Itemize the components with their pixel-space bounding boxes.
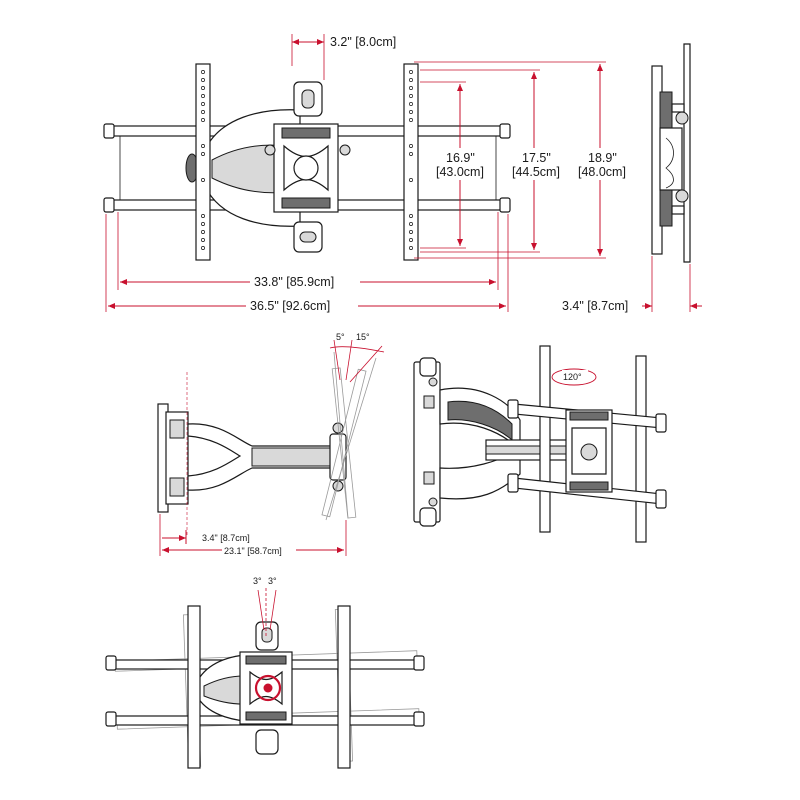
dim-offset-label: 3.2" [8.0cm] [330,35,396,49]
dim-height-1-in: 16.9" [446,151,475,165]
dim-width-outer-label: 36.5" [92.6cm] [250,299,330,313]
swivel-view: 120° [413,345,667,543]
front-vertical-uprights [195,63,419,261]
dim-extension-label: 23.1" [58.7cm] [224,546,282,556]
tilt-view: 5° 15° 3.4" [8.7cm] 23.1" [58.7cm] [157,332,385,556]
dim-height-2-cm: [44.5cm] [512,165,560,179]
front-upright-holes [201,70,413,250]
front-tilt-head [264,123,351,213]
dim-min-depth-label: 3.4" [8.7cm] [202,533,250,543]
side-view: 3.4" [8.7cm] [560,43,702,313]
swivel-angle-label: 120° [563,372,582,382]
level-right-label: 3° [268,576,277,586]
front-wall-plate [293,81,323,253]
dim-height-2-in: 17.5" [522,151,551,165]
dim-height-3-cm: [48.0cm] [578,165,626,179]
dim-height-1-cm: [43.0cm] [436,165,484,179]
dim-width-inner-label: 33.8" [85.9cm] [254,275,334,289]
level-left-label: 3° [253,576,262,586]
tilt-back-label: 15° [356,332,370,342]
level-view: 3° 3° [105,576,425,769]
dim-height-3-in: 18.9" [588,151,617,165]
dim-side-depth-label: 3.4" [8.7cm] [562,299,628,313]
tilt-forward-label: 5° [336,332,345,342]
front-view: 3.2" [8.0cm] 16.9" [43.0cm] 17.5" [44.5c… [103,34,632,313]
